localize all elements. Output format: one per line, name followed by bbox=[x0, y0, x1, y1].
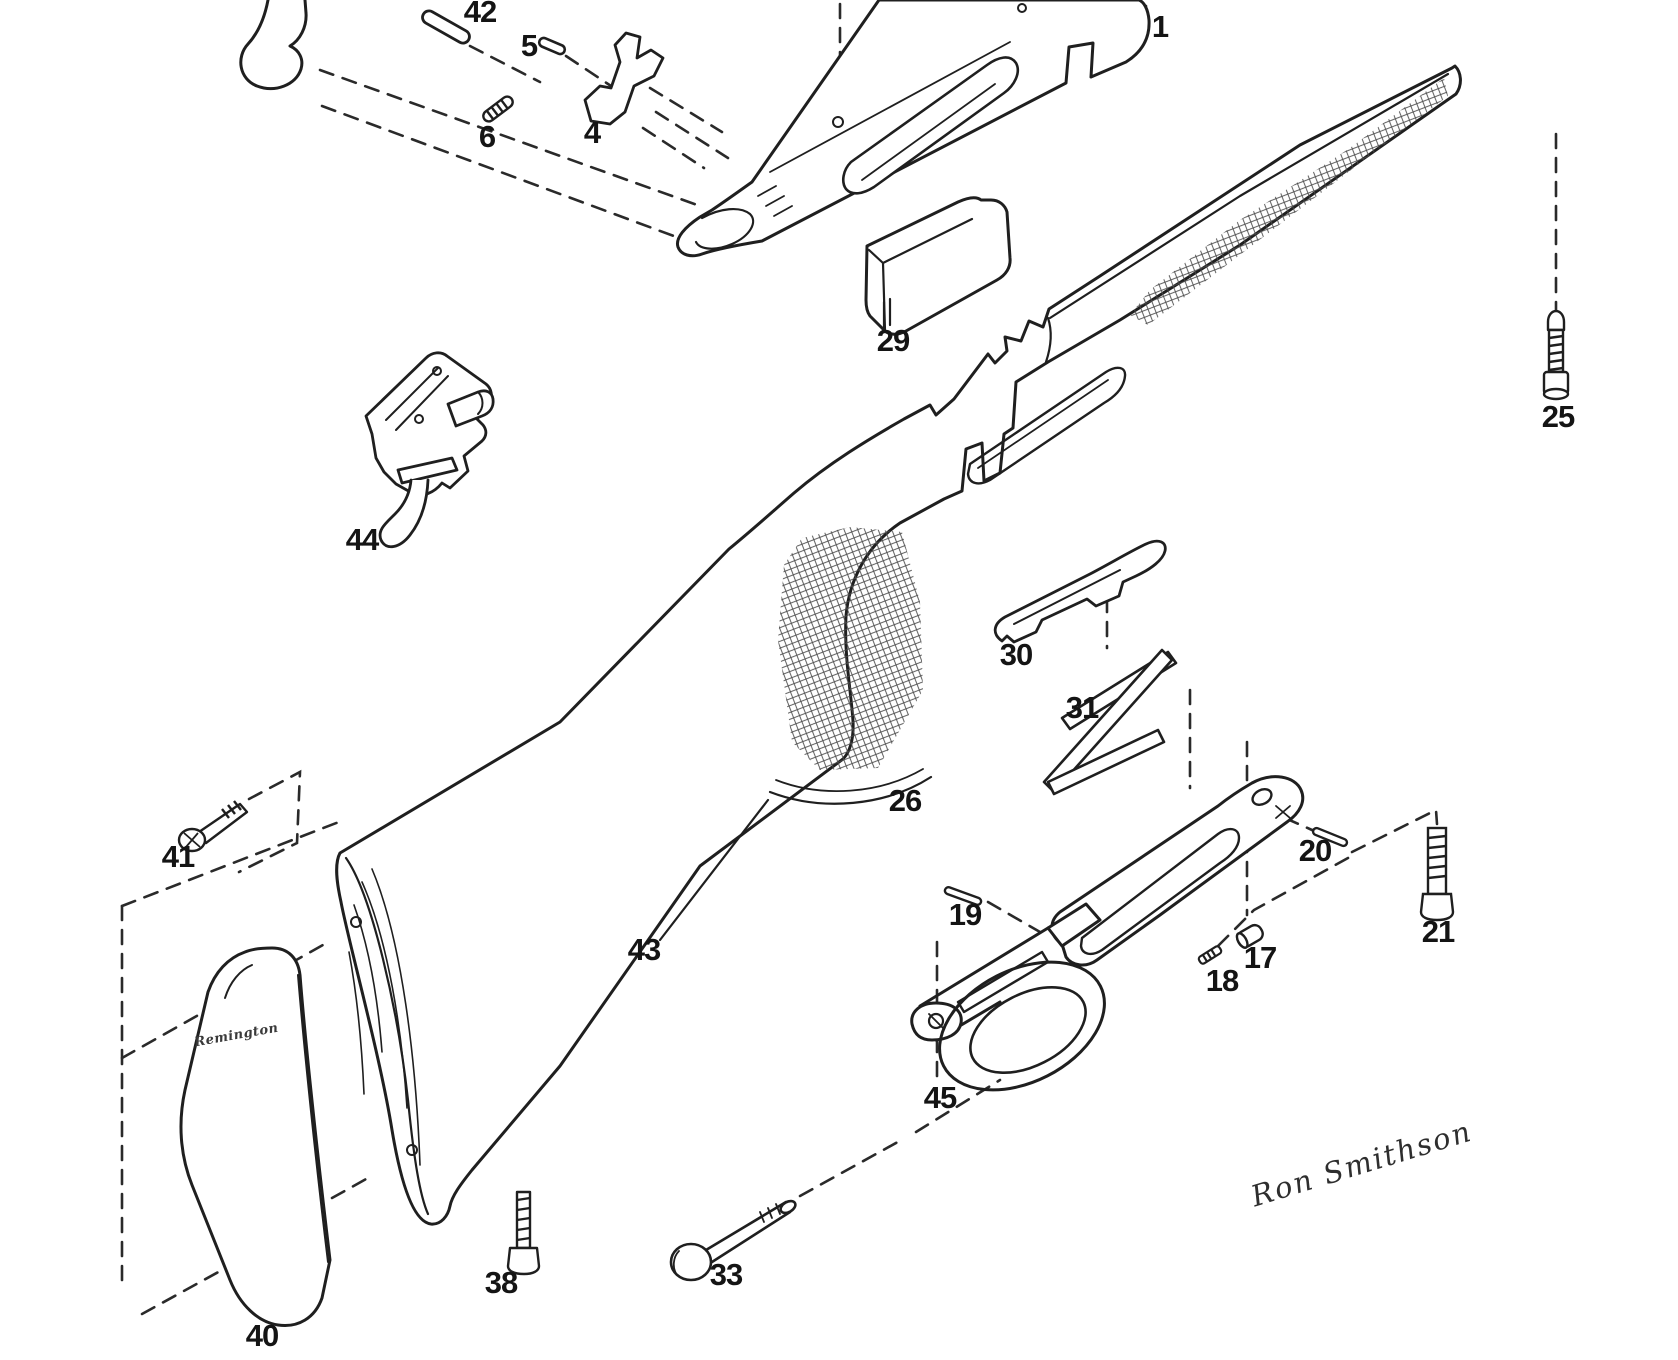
stock-bolt-33-drawing bbox=[669, 1199, 797, 1282]
trigger-guard-assembly-drawing bbox=[910, 775, 1305, 1092]
part-label-33: 33 bbox=[709, 1257, 743, 1292]
part-label-1: 1 bbox=[1151, 9, 1169, 44]
stock-drawing bbox=[335, 64, 1462, 1226]
screw-21-drawing bbox=[1419, 826, 1455, 922]
part-label-4: 4 bbox=[583, 115, 601, 150]
part-label-25: 25 bbox=[1541, 399, 1575, 434]
screw-38-drawing bbox=[506, 1190, 541, 1276]
part-label-30: 30 bbox=[999, 637, 1033, 672]
part-label-17: 17 bbox=[1243, 940, 1277, 975]
part-label-29: 29 bbox=[876, 323, 910, 358]
checkering-patches bbox=[778, 78, 1448, 770]
part-label-21: 21 bbox=[1421, 914, 1455, 949]
magazine-box-drawing bbox=[864, 196, 1012, 336]
nut-17-drawing bbox=[1235, 923, 1264, 949]
magazine-follower-drawing bbox=[993, 539, 1167, 644]
pin-5-drawing bbox=[537, 36, 567, 56]
trigger-assembly-drawing bbox=[364, 351, 495, 549]
part-label-6: 6 bbox=[478, 119, 496, 154]
pin-20-drawing bbox=[1311, 826, 1349, 848]
part-label-20: 20 bbox=[1298, 833, 1332, 868]
part-label-41: 41 bbox=[161, 839, 195, 874]
part-label-40: 40 bbox=[245, 1318, 279, 1353]
part-label-43: 43 bbox=[627, 932, 661, 967]
screw-41-drawing bbox=[177, 800, 249, 853]
sear-4-drawing bbox=[583, 31, 665, 126]
part-label-45: 45 bbox=[923, 1080, 957, 1115]
part-label-31: 31 bbox=[1065, 690, 1099, 725]
spring-6-drawing bbox=[482, 95, 514, 123]
screw-18-drawing bbox=[1197, 945, 1223, 965]
receiver-drawing bbox=[675, 0, 1151, 258]
firing-pin-42-drawing bbox=[421, 9, 471, 45]
part-label-19: 19 bbox=[948, 897, 982, 932]
part-label-38: 38 bbox=[484, 1265, 518, 1300]
part-label-5: 5 bbox=[520, 28, 538, 63]
recoil-pad-drawing bbox=[179, 946, 332, 1328]
magazine-spring-drawing bbox=[1042, 648, 1178, 796]
part-label-26: 26 bbox=[888, 783, 922, 818]
part-label-44: 44 bbox=[345, 522, 379, 557]
pin-19-drawing bbox=[943, 885, 983, 907]
part-label-18: 18 bbox=[1205, 963, 1239, 998]
screw-25-drawing bbox=[1542, 309, 1570, 401]
part-label-42: 42 bbox=[463, 0, 497, 29]
bolt-handle-drawing bbox=[239, 0, 308, 91]
